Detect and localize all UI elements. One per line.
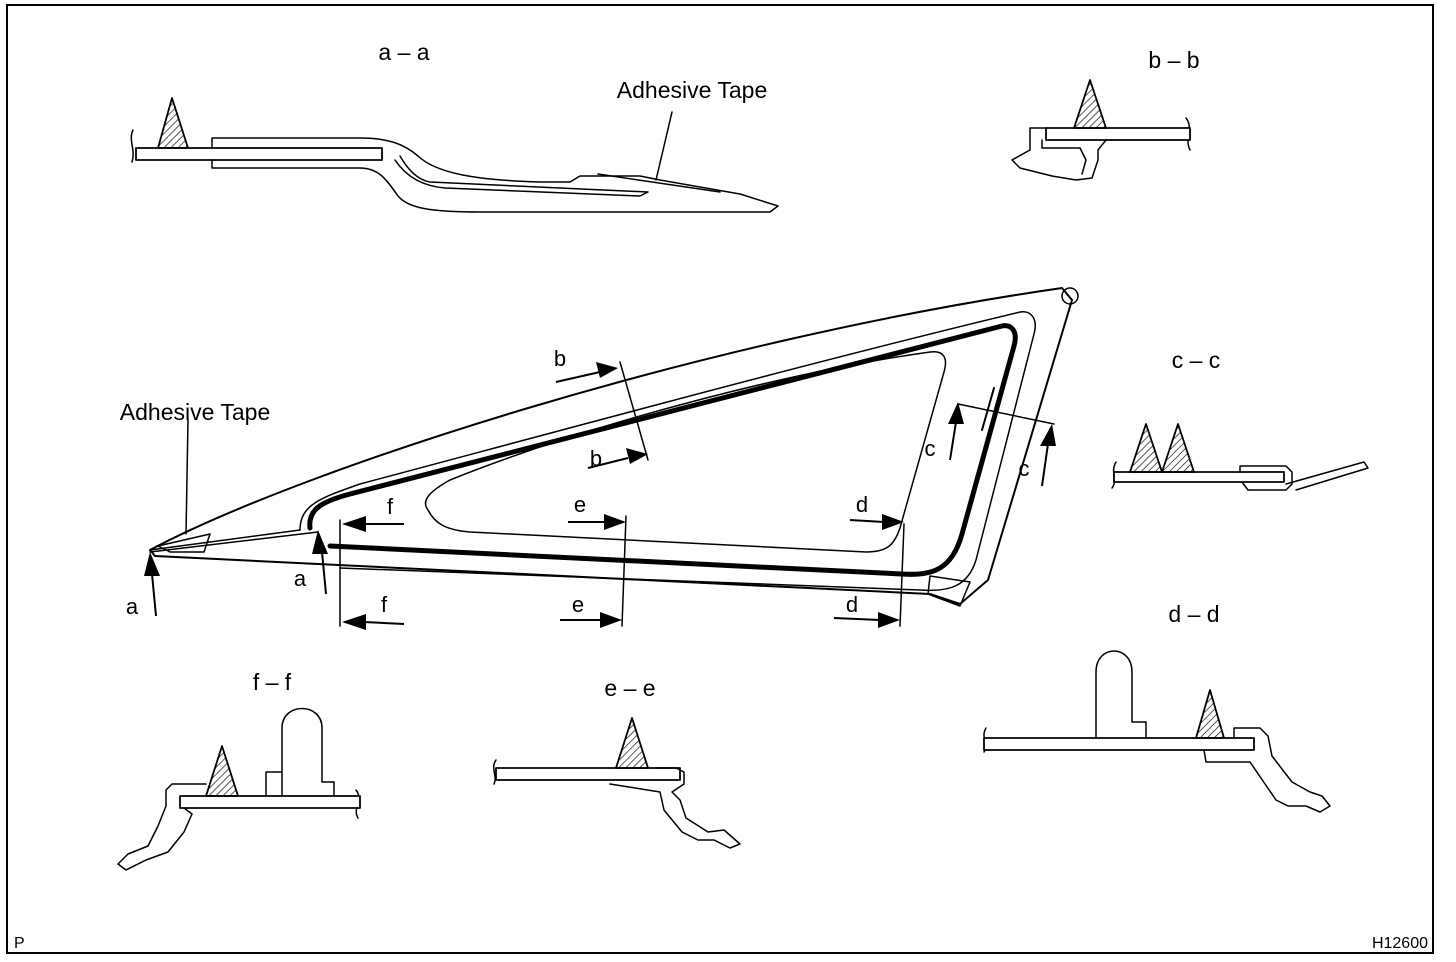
section-d-d: d – d <box>983 601 1331 813</box>
section-a-a: a – a Adhesive Tape <box>130 39 779 213</box>
marker-c-right: c <box>1019 456 1030 481</box>
section-b-b: b – b <box>1011 47 1200 181</box>
section-b-b-title: b – b <box>1148 47 1199 73</box>
glass-a <box>135 147 383 161</box>
marker-d-bottom: d <box>846 592 858 617</box>
section-a-a-title: a – a <box>378 39 429 65</box>
arrow-c-left <box>948 402 964 461</box>
section-e-e-title: e – e <box>604 675 655 701</box>
section-c-c-title: c – c <box>1172 347 1221 373</box>
adhesive-tape-leader-top <box>655 111 673 181</box>
marker-a-right: a <box>294 566 307 591</box>
arrow-e-bottom <box>560 612 622 628</box>
adhesive-tape-label-left: Adhesive Tape <box>120 399 270 425</box>
arrow-b-bottom <box>587 448 648 469</box>
figure-code: H12600 <box>1372 935 1428 952</box>
adhesive-tape-label-top: Adhesive Tape <box>617 77 767 103</box>
section-e-e: e – e <box>492 675 741 849</box>
dam-bead <box>307 323 1018 577</box>
marker-a-left: a <box>126 594 139 619</box>
marker-b-top: b <box>554 346 566 371</box>
arrow-a-right <box>312 530 328 595</box>
marker-f-top: f <box>387 494 394 519</box>
marker-f-bottom: f <box>381 592 388 617</box>
section-f-f-title: f – f <box>253 669 292 695</box>
marker-b-bottom: b <box>590 446 602 471</box>
section-c-c: c – c <box>1111 347 1369 491</box>
section-f-f: f – f <box>117 669 361 871</box>
arrow-e-top <box>568 514 626 530</box>
marker-e-top: e <box>574 492 586 517</box>
marker-c-left: c <box>925 436 936 461</box>
arrow-d-bottom <box>833 612 900 628</box>
adhesive-tape-leader-left <box>185 419 189 535</box>
inner-opening <box>424 350 947 553</box>
figure-border <box>6 4 1434 954</box>
arrow-d-top <box>849 514 904 530</box>
outer-glass-edge <box>149 287 1073 605</box>
marker-d-top: d <box>856 492 868 517</box>
marker-e-bottom: e <box>572 592 584 617</box>
quarter-window: Adhesive Tape <box>120 287 1079 630</box>
arrow-f-top <box>342 516 404 532</box>
arrow-b-top <box>555 362 618 383</box>
section-d-d-title: d – d <box>1168 601 1219 627</box>
arrow-a-left <box>144 552 160 617</box>
dam-a <box>157 97 189 149</box>
arrow-f-bottom <box>342 614 405 630</box>
corner-label-p: P <box>14 935 25 952</box>
arrow-c-right <box>1040 424 1056 487</box>
